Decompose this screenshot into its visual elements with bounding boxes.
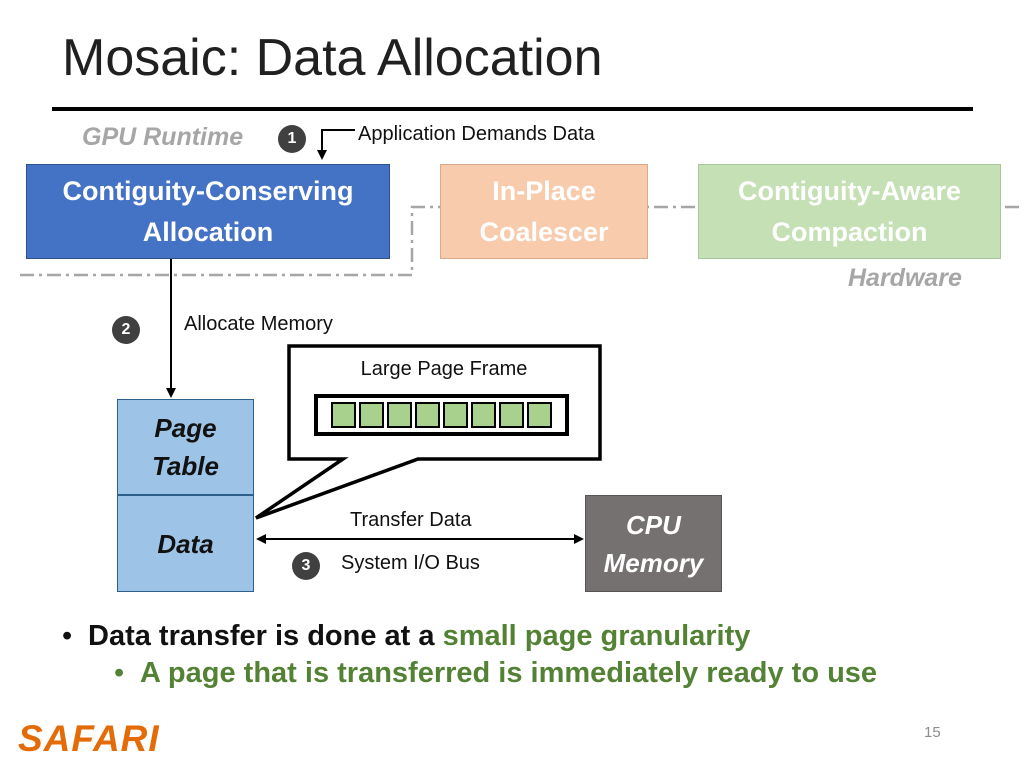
title-divider: [52, 107, 973, 111]
data-box-label: Data: [157, 528, 214, 559]
bullet-sub: • A page that is transferred is immediate…: [114, 657, 877, 690]
page-number: 15: [924, 724, 941, 741]
step1-arrow: [317, 129, 355, 160]
coalescer-box-line2: Coalescer: [479, 216, 609, 247]
transfer-data-label: Transfer Data: [350, 509, 472, 531]
bullet-sub-text: A page that is transferred is immediatel…: [140, 657, 878, 689]
step-2-badge: 2: [112, 316, 140, 344]
bullet-main: • Data transfer is done at a small page g…: [62, 620, 877, 653]
page-table-box: Page Table: [117, 399, 254, 495]
gpu-runtime-label: GPU Runtime: [82, 123, 244, 151]
step-1-badge: 1: [278, 125, 306, 153]
step-3-label: System I/O Bus: [341, 552, 480, 574]
safari-logo: SAFARI: [18, 718, 160, 759]
data-box: Data: [117, 495, 254, 592]
contiguity-conserving-allocation-box: Contiguity-Conserving Allocation: [26, 164, 390, 259]
large-page-frame-label: Large Page Frame: [360, 358, 528, 380]
hardware-label: Hardware: [848, 264, 962, 292]
allocation-box-line1: Contiguity-Conserving: [62, 175, 354, 206]
coalescer-box-line1: In-Place: [492, 175, 596, 206]
step-3-badge: 3: [292, 552, 320, 580]
step-1-label: Application Demands Data: [358, 123, 595, 145]
bullet-dot: •: [114, 657, 125, 689]
small-page-cell: [471, 402, 496, 428]
cpu-memory-line1: CPU: [626, 509, 681, 540]
small-page-cell: [387, 402, 412, 428]
bullet-list: • Data transfer is done at a small page g…: [62, 620, 877, 690]
large-page-frame: [314, 394, 569, 436]
cpu-memory-line2: Memory: [603, 547, 704, 578]
small-page-cell: [499, 402, 524, 428]
cpu-memory-box: CPU Memory: [585, 495, 722, 592]
small-page-cell: [359, 402, 384, 428]
allocation-box-line2: Allocation: [142, 216, 274, 247]
small-page-cell: [331, 402, 356, 428]
small-page-cell: [415, 402, 440, 428]
small-page-cell: [443, 402, 468, 428]
in-place-coalescer-box: In-Place Coalescer: [440, 164, 648, 259]
small-page-cell: [527, 402, 552, 428]
page-table-line2: Table: [152, 451, 219, 481]
contiguity-aware-compaction-box: Contiguity-Aware Compaction: [698, 164, 1001, 259]
slide-title: Mosaic: Data Allocation: [62, 29, 603, 87]
compaction-box-line1: Contiguity-Aware: [737, 175, 961, 206]
step-2-label: Allocate Memory: [184, 313, 333, 335]
compaction-box-line2: Compaction: [771, 216, 928, 247]
bullet-dot: •: [62, 620, 73, 652]
bullet-main-highlight: small page granularity: [442, 620, 751, 652]
page-table-line1: Page: [154, 413, 217, 443]
bullet-main-text: Data transfer is done at a: [88, 620, 443, 652]
